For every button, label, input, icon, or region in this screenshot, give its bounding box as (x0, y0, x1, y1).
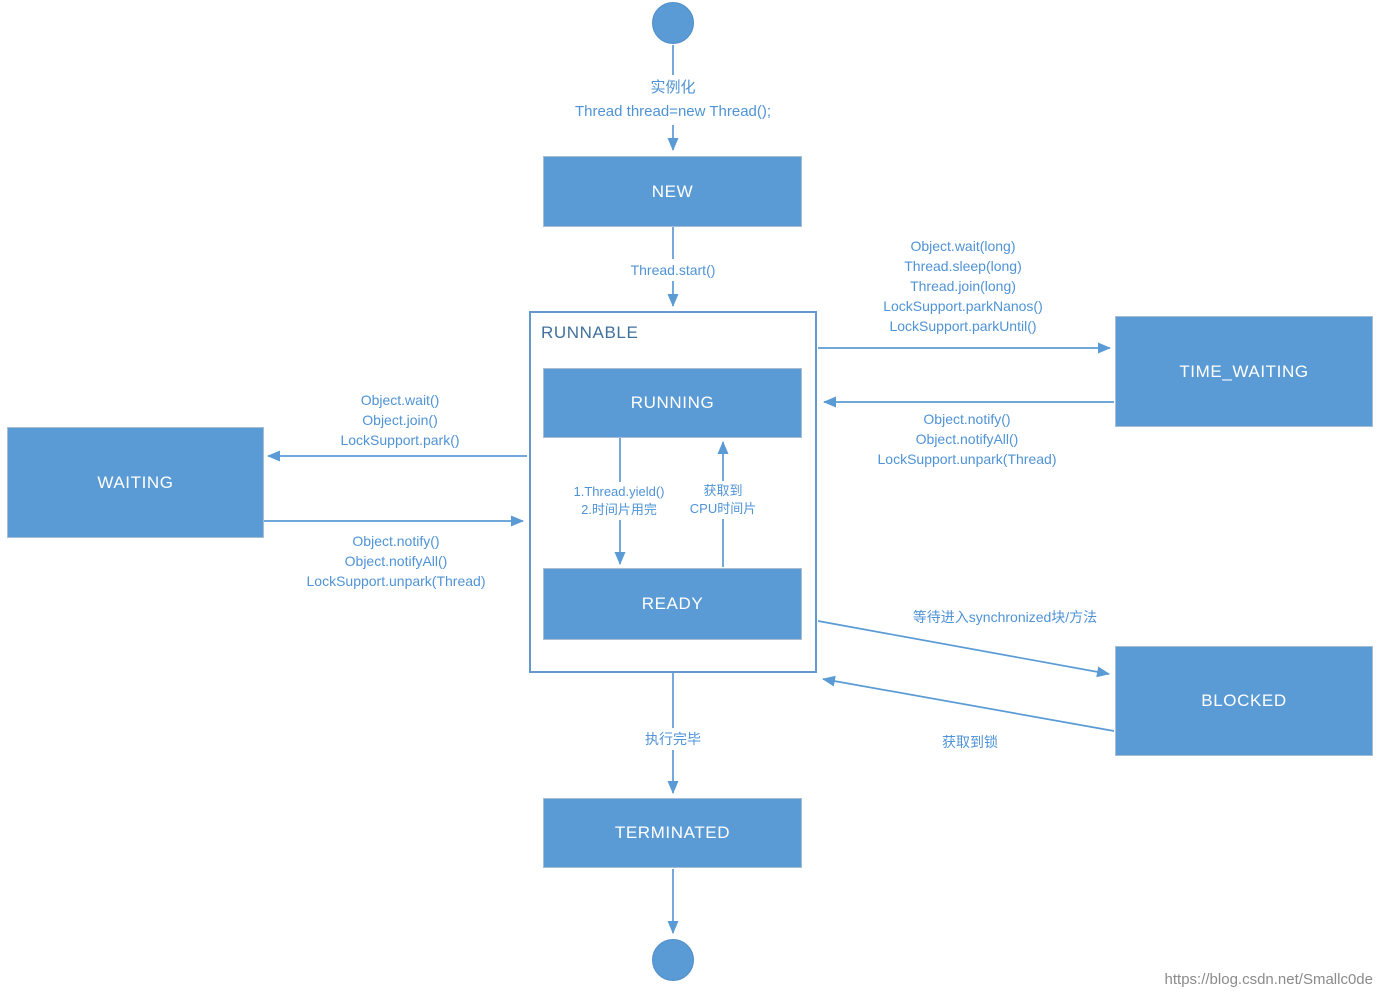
edge-label-line: LockSupport.park() (340, 432, 460, 448)
edge-label-line: Object.join() (362, 412, 438, 428)
edge-label-line: CPU时间片 (689, 501, 757, 516)
state-new: NEW (543, 156, 802, 227)
edge-label-finish: 执行完毕 (641, 728, 705, 750)
edge-label-from-blocked: 获取到锁 (942, 734, 998, 750)
edge-label-to-waiting: Object.wait() Object.join() LockSupport.… (340, 390, 459, 450)
edge-label-line: 获取到 (703, 483, 743, 498)
edge-label-line: LockSupport.parkUntil() (889, 318, 1037, 334)
state-ready: READY (543, 568, 802, 640)
arrow-blocked-to-runnable (822, 675, 1115, 732)
state-running: RUNNING (543, 368, 802, 438)
edge-label-line: Object.notifyAll() (344, 553, 448, 569)
edge-label-acquire-cpu: 获取到 CPU时间片 (685, 481, 761, 519)
edge-label-to-blocked: 等待进入synchronized块/方法 (912, 609, 1098, 625)
edge-label-line: Object.wait(long) (910, 238, 1016, 254)
edge-label-yield: 1.Thread.yield() 2.时间片用完 (569, 482, 669, 520)
edge-label-instantiate: 实例化 Thread thread=new Thread(); (570, 75, 776, 125)
edge-label-line: Thread.sleep(long) (904, 258, 1022, 274)
edge-label-instantiate-line2: Thread thread=new Thread(); (574, 103, 772, 120)
state-terminated: TERMINATED (543, 798, 802, 868)
edge-label-line: Object.notify() (352, 533, 440, 549)
state-waiting: WAITING (7, 427, 264, 538)
edge-label-from-time-waiting: Object.notify() Object.notifyAll() LockS… (878, 409, 1057, 469)
edge-label-line: LockSupport.unpark(Thread) (877, 451, 1057, 467)
edge-label-line: Object.wait() (360, 392, 440, 408)
state-runnable-title: RUNNABLE (541, 323, 639, 342)
end-circle (652, 939, 694, 981)
watermark-url: https://blog.csdn.net/Smallc0de (1164, 971, 1373, 988)
start-circle (652, 2, 694, 44)
edge-label-line: LockSupport.unpark(Thread) (306, 573, 486, 589)
edge-label-line: Thread.join(long) (910, 278, 1016, 294)
edge-label-line: 2.时间片用完 (581, 502, 657, 517)
state-time-waiting: TIME_WAITING (1115, 316, 1373, 427)
edge-label-instantiate-line1: 实例化 (650, 79, 696, 96)
edge-label-line: 1.Thread.yield() (573, 484, 665, 499)
edge-label-line: Object.notifyAll() (915, 431, 1019, 447)
edge-label-from-waiting: Object.notify() Object.notifyAll() LockS… (307, 531, 486, 591)
arrow-ready-to-blocked (817, 620, 1110, 678)
edge-label-line: LockSupport.parkNanos() (883, 298, 1043, 314)
edge-label-to-time-waiting: Object.wait(long) Thread.sleep(long) Thr… (883, 236, 1043, 336)
edge-label-thread-start: Thread.start() (626, 259, 720, 281)
state-blocked: BLOCKED (1115, 646, 1373, 756)
edge-label-line: Object.notify() (923, 411, 1011, 427)
